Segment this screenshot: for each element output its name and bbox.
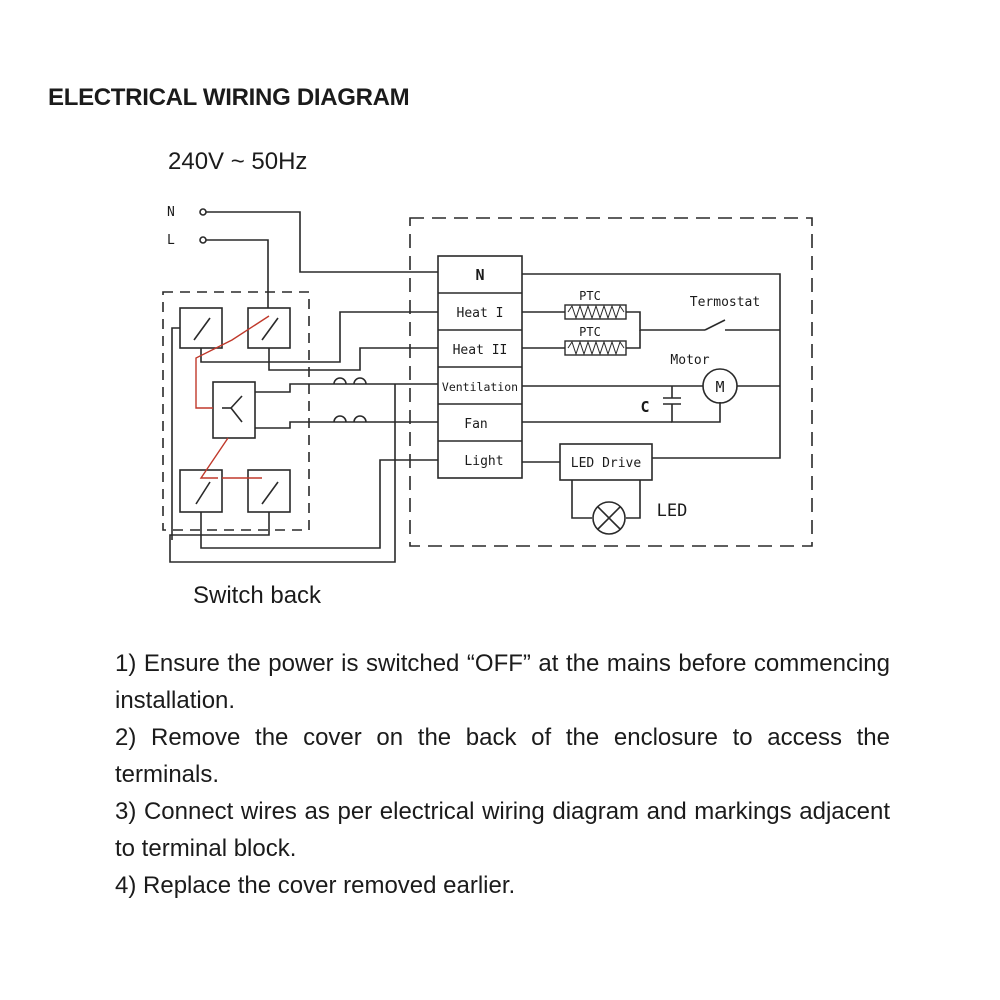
thermostat-label: Termostat (690, 295, 760, 310)
instruction-step-3: 3) Connect wires as per electrical wirin… (115, 798, 890, 862)
terminal-light-label: Light (464, 454, 503, 469)
terminal-heat2-label: Heat II (453, 343, 508, 358)
terminal-heat1-label: Heat I (457, 306, 504, 321)
switch-back-label: Switch back (193, 582, 322, 609)
neutral-terminal (199, 208, 207, 216)
switch-top-left (179, 307, 223, 349)
led-drive-label: LED Drive (571, 456, 642, 471)
ptc-1-label: PTC (579, 289, 601, 303)
ptc-2-label: PTC (579, 325, 601, 339)
motor-label: Motor (670, 353, 709, 368)
terminal-fan-label: Fan (464, 417, 487, 432)
led-drive-box (559, 443, 653, 481)
installation-instructions: 1) Ensure the power is switched “OFF” at… (115, 645, 890, 904)
instruction-step-4: 4) Replace the cover removed earlier. (115, 872, 516, 899)
live-terminal-label: L (167, 233, 175, 248)
instruction-step-2: 2) Remove the cover on the back of the e… (115, 724, 890, 788)
ptc-heater-1 (564, 304, 627, 320)
capacitor-label: C (640, 398, 649, 416)
switch-bottom-left (179, 469, 223, 513)
led-label: LED (657, 501, 688, 521)
selector-switch (212, 381, 256, 439)
terminal-ventilation-label: Ventilation (442, 380, 518, 394)
terminal-n-label: N (475, 266, 484, 284)
neutral-terminal-label: N (167, 205, 175, 220)
ptc-heater-2 (564, 340, 627, 356)
diagram-title: ELECTRICAL WIRING DIAGRAM (48, 84, 410, 111)
motor-icon (702, 368, 738, 404)
instruction-step-1: 1) Ensure the power is switched “OFF” at… (115, 650, 890, 714)
switch-back-enclosure (162, 291, 310, 531)
switch-top-right (247, 307, 291, 349)
live-wire (206, 239, 269, 308)
motor-symbol: M (715, 378, 724, 396)
supply-voltage: 240V ~ 50Hz (168, 148, 308, 175)
appliance-enclosure (409, 217, 813, 547)
led-lamp-icon (592, 501, 626, 535)
live-terminal (199, 236, 207, 244)
neutral-wire (206, 211, 438, 273)
switch-bottom-right (247, 469, 291, 513)
